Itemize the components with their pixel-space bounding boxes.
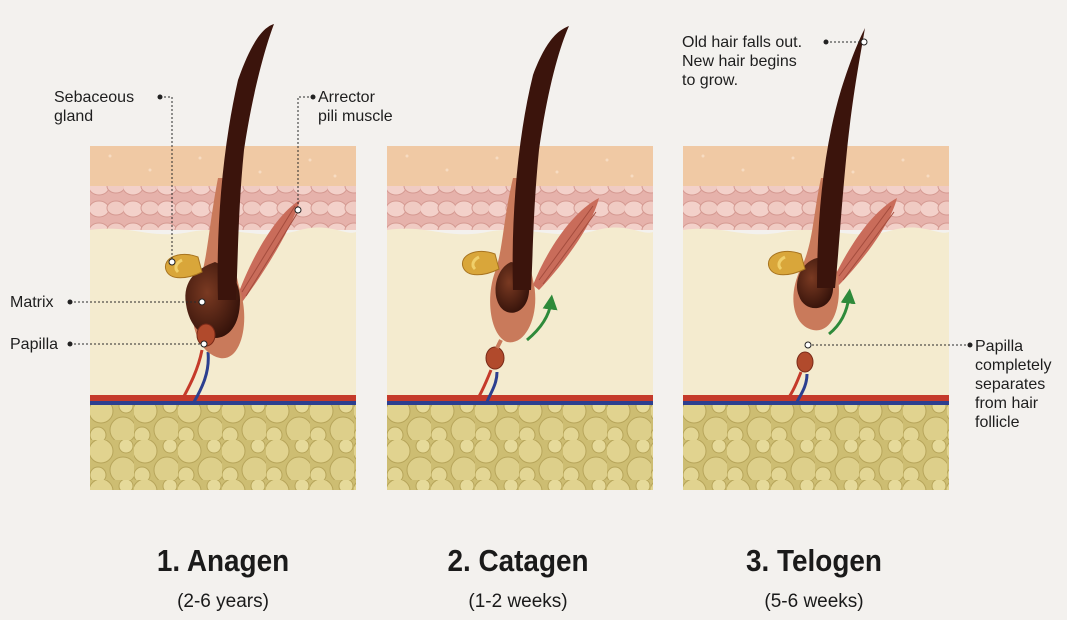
label-arrector-pili-muscle: Arrector pili muscle — [318, 89, 393, 125]
upward-arrow — [828, 288, 856, 336]
fat-layer — [387, 405, 653, 490]
leader-arrector-pili — [297, 96, 313, 210]
upward-arrow — [526, 294, 558, 342]
artery — [90, 395, 356, 401]
callout-dots — [67, 38, 973, 349]
hair-shaft — [817, 28, 865, 288]
panel-telogen — [683, 28, 949, 490]
panel-anagen — [90, 24, 356, 490]
arrector-pili-muscle — [533, 198, 599, 290]
stage-title-anagen: 1. Anagen — [156, 543, 290, 578]
dermal-papilla — [796, 351, 814, 373]
label-papilla-separates: Papilla completely separates from hair f… — [975, 338, 1052, 431]
stage-duration-catagen: (1-2 weeks) — [468, 591, 568, 612]
stage-title-catagen: 2. Catagen — [447, 543, 589, 578]
dermal-papilla — [485, 346, 505, 370]
hair-shaft — [512, 26, 569, 290]
label-old-hair-falls-out: Old hair falls out. New hair begins to g… — [682, 34, 803, 89]
callout-leaders — [70, 41, 970, 346]
label-matrix: Matrix — [10, 294, 54, 311]
arrector-pili-muscle — [236, 200, 300, 305]
arrector-pili-muscle — [833, 198, 897, 285]
artery — [683, 395, 949, 401]
leader-sebaceous-gland — [160, 96, 173, 262]
stage-duration-anagen: (2-6 years) — [177, 591, 269, 612]
fat-layer — [90, 405, 356, 490]
label-sebaceous-gland: Sebaceous gland — [54, 89, 135, 125]
artery — [387, 395, 653, 401]
skin-texture — [108, 154, 337, 178]
stage-duration-telogen: (5-6 weeks) — [764, 591, 864, 612]
skin-texture — [405, 154, 634, 178]
panel-catagen — [387, 26, 653, 490]
fat-layer — [683, 405, 949, 490]
sebaceous-gland — [767, 250, 806, 276]
blood-vessels — [785, 371, 809, 403]
blood-vessels — [180, 349, 210, 403]
epidermis — [683, 146, 949, 186]
label-papilla: Papilla — [10, 336, 59, 353]
blood-vessels — [475, 369, 499, 403]
vein — [90, 401, 356, 405]
sebaceous-gland — [461, 250, 500, 276]
vein — [387, 401, 653, 405]
vein — [683, 401, 949, 405]
sebaceous-gland — [164, 253, 203, 279]
skin-texture — [701, 154, 930, 178]
hair-shaft — [217, 24, 274, 300]
stage-title-telogen: 3. Telogen — [746, 543, 882, 578]
